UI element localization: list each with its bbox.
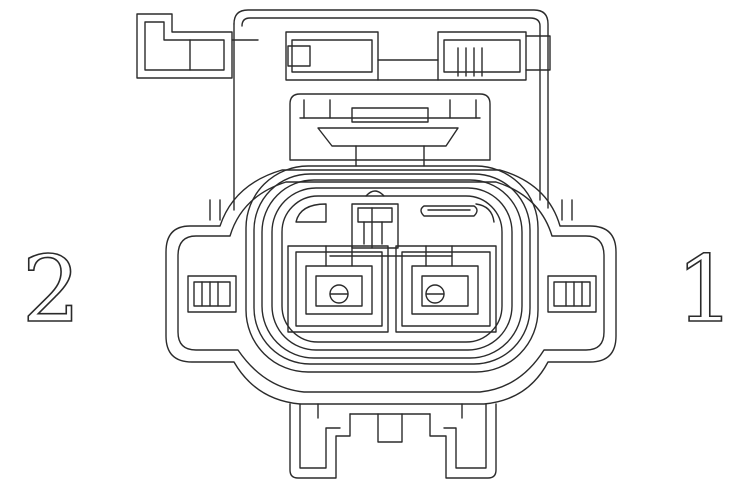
latch-hook — [136, 13, 259, 79]
top-housing — [233, 9, 551, 211]
side-tab-left — [187, 199, 237, 313]
terminal-cavity-left — [287, 245, 389, 333]
pin-number-1: 1 — [675, 236, 735, 343]
top-inner-features — [295, 190, 495, 249]
terminal-cavity-right — [395, 245, 497, 333]
seal-rings — [245, 165, 539, 373]
side-tab-right — [547, 199, 597, 313]
bottom-latch — [289, 403, 497, 479]
upper-window — [289, 93, 491, 167]
pin-number-2: 2 — [21, 236, 81, 343]
outer-body — [165, 169, 617, 405]
